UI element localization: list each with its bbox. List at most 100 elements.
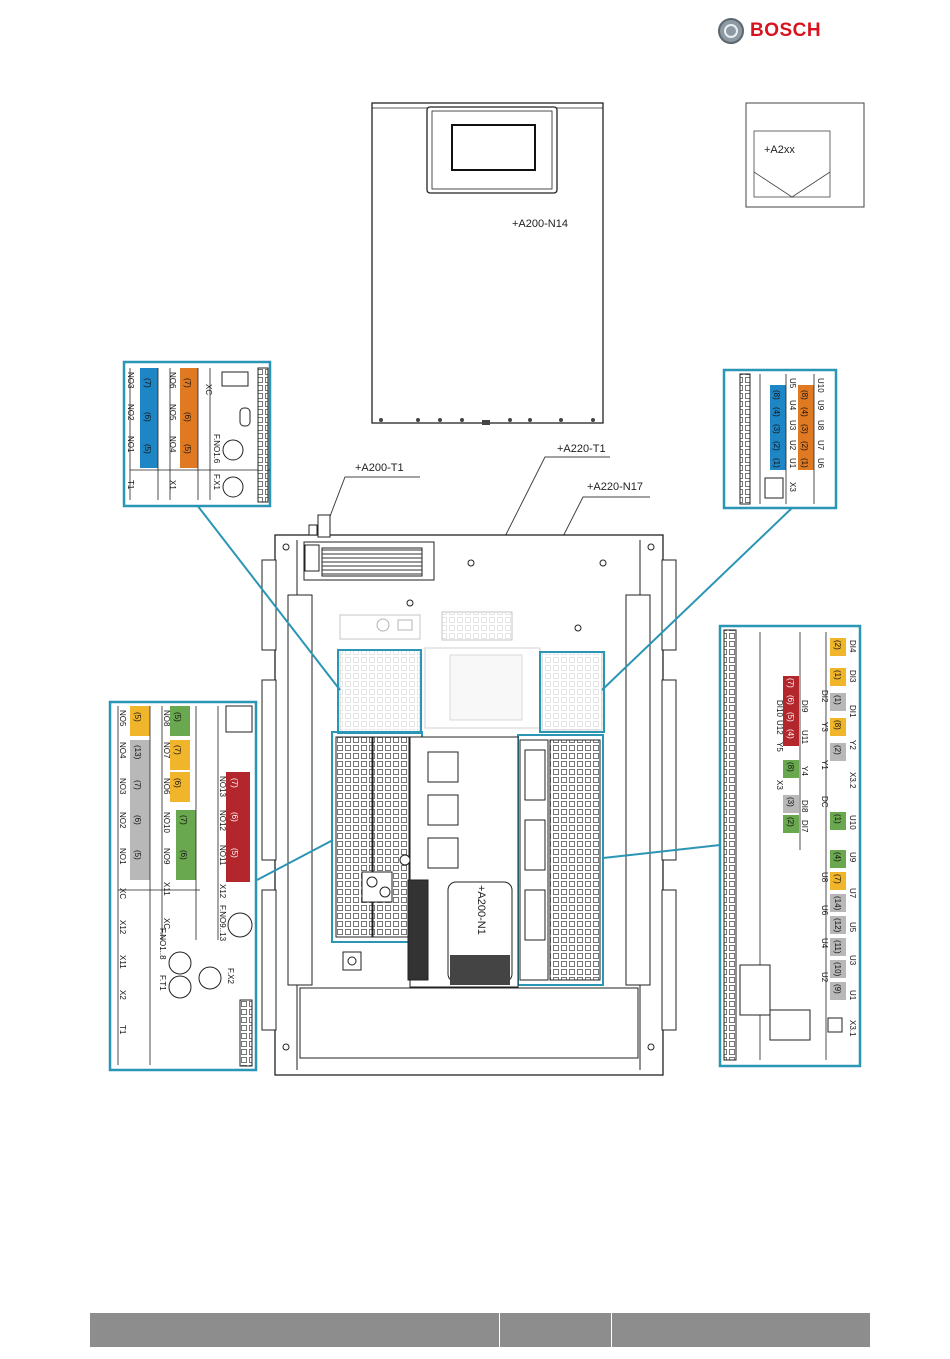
svg-text:U10: U10 <box>816 378 825 393</box>
frame-upper-right <box>539 651 605 733</box>
svg-text:(6): (6) <box>230 812 239 822</box>
svg-text:DI4: DI4 <box>848 640 857 653</box>
svg-text:U5: U5 <box>788 378 797 389</box>
svg-text:(1): (1) <box>800 458 809 468</box>
svg-text:(14): (14) <box>833 896 842 911</box>
svg-text:(7): (7) <box>786 678 795 688</box>
svg-text:(7): (7) <box>133 780 142 790</box>
svg-text:U8: U8 <box>816 420 825 431</box>
svg-text:T1: T1 <box>126 480 135 490</box>
svg-text:(13): (13) <box>133 745 142 760</box>
svg-text:(7): (7) <box>173 745 182 755</box>
svg-text:(4): (4) <box>833 852 842 862</box>
svg-text:U7: U7 <box>848 888 857 899</box>
svg-text:(5): (5) <box>230 848 239 858</box>
svg-text:(6): (6) <box>179 850 188 860</box>
svg-text:(3): (3) <box>786 797 795 807</box>
svg-text:(5): (5) <box>143 444 152 454</box>
svg-text:(9): (9) <box>833 984 842 994</box>
svg-text:U6: U6 <box>816 458 825 469</box>
relay-block-middle <box>407 736 519 988</box>
detail-bottom-right <box>718 624 862 1068</box>
label-a220-t1: +A220-T1 <box>557 443 606 455</box>
svg-text:U4: U4 <box>788 400 797 411</box>
svg-text:NO2: NO2 <box>118 812 127 829</box>
svg-text:(5): (5) <box>133 712 142 722</box>
svg-text:XC: XC <box>162 918 171 929</box>
terminal-block-left <box>335 736 411 938</box>
svg-text:F.NO9..13: F.NO9..13 <box>218 905 227 942</box>
svg-text:X1: X1 <box>168 480 177 490</box>
svg-text:NO7: NO7 <box>162 742 171 759</box>
footer-cell-middle <box>500 1313 612 1347</box>
svg-text:X3: X3 <box>775 780 784 790</box>
svg-text:(7): (7) <box>230 778 239 788</box>
svg-text:X3: X3 <box>788 482 797 492</box>
svg-text:U3: U3 <box>788 420 797 431</box>
svg-text:Y1: Y1 <box>820 760 829 770</box>
detail-top-left-text: NO3 NO2 NO1 T1 NO6 NO5 NO4 X1 XC F.NO1.6… <box>126 372 221 491</box>
svg-text:U12: U12 <box>775 720 784 735</box>
svg-text:NO5: NO5 <box>168 404 177 421</box>
upper-rail-components <box>339 611 603 733</box>
svg-text:NO1: NO1 <box>126 436 135 453</box>
svg-text:(8): (8) <box>800 390 809 400</box>
svg-text:F.X2: F.X2 <box>226 968 235 985</box>
detail-top-right-text: U10 U9 U8 U7 U6 U5 U4 U3 U2 U1 X3 (8) (4… <box>772 378 825 492</box>
svg-text:(7): (7) <box>833 874 842 884</box>
svg-text:U6: U6 <box>820 905 829 916</box>
svg-text:(4): (4) <box>772 407 781 417</box>
svg-text:(3): (3) <box>772 424 781 434</box>
svg-text:X12: X12 <box>218 884 227 899</box>
svg-text:(2): (2) <box>833 745 842 755</box>
terminal-block-right <box>519 739 601 981</box>
svg-text:Y4: Y4 <box>800 766 809 776</box>
svg-text:DI7: DI7 <box>800 820 809 833</box>
footer-bar <box>90 1313 870 1347</box>
svg-text:(6): (6) <box>183 412 192 422</box>
svg-text:U1: U1 <box>848 990 857 1001</box>
svg-text:DC: DC <box>820 796 829 808</box>
svg-text:(6): (6) <box>786 695 795 705</box>
svg-text:U8: U8 <box>820 872 829 883</box>
svg-text:(10): (10) <box>833 962 842 977</box>
wiring-diagram: +A200-N14 +A2xx +A200-T1 +A220-T1 +A220-… <box>108 102 865 1076</box>
svg-text:NO13: NO13 <box>218 776 227 797</box>
svg-text:XC: XC <box>118 888 127 899</box>
svg-text:U9: U9 <box>816 400 825 411</box>
svg-text:NO3: NO3 <box>118 778 127 795</box>
svg-text:DI9: DI9 <box>800 700 809 713</box>
svg-text:X3.2: X3.2 <box>848 772 857 789</box>
svg-text:(2): (2) <box>800 441 809 451</box>
svg-text:NO9: NO9 <box>162 848 171 865</box>
label-a220-n17: +A220-N17 <box>587 481 643 493</box>
svg-text:(11): (11) <box>833 940 842 954</box>
svg-text:F.T1: F.T1 <box>158 975 167 991</box>
svg-text:(4): (4) <box>786 729 795 739</box>
svg-text:F.NO1..8: F.NO1..8 <box>158 928 167 960</box>
svg-text:DI1: DI1 <box>848 705 857 718</box>
svg-text:NO6: NO6 <box>168 372 177 389</box>
svg-text:F.X1: F.X1 <box>212 474 221 491</box>
svg-text:(5): (5) <box>173 712 182 722</box>
svg-text:NO4: NO4 <box>118 742 127 759</box>
detail-top-right <box>722 368 838 510</box>
svg-text:NO8: NO8 <box>162 710 171 727</box>
svg-text:(1): (1) <box>833 670 842 680</box>
svg-text:(5): (5) <box>786 712 795 722</box>
svg-text:X11: X11 <box>162 882 171 896</box>
svg-text:NO4: NO4 <box>168 436 177 453</box>
svg-text:DI10: DI10 <box>775 700 784 717</box>
transformer-a200-t1 <box>303 541 435 581</box>
svg-text:(4): (4) <box>800 407 809 417</box>
svg-text:U11: U11 <box>800 730 809 745</box>
svg-text:(8): (8) <box>833 720 842 730</box>
svg-text:(6): (6) <box>173 778 182 788</box>
svg-text:U5: U5 <box>848 922 857 933</box>
svg-text:NO6: NO6 <box>162 778 171 795</box>
svg-text:(7): (7) <box>143 378 152 388</box>
label-a200-n1: +A200-N1 <box>475 885 487 935</box>
brand-name: BOSCH <box>750 20 822 41</box>
svg-text:NO2: NO2 <box>126 404 135 421</box>
